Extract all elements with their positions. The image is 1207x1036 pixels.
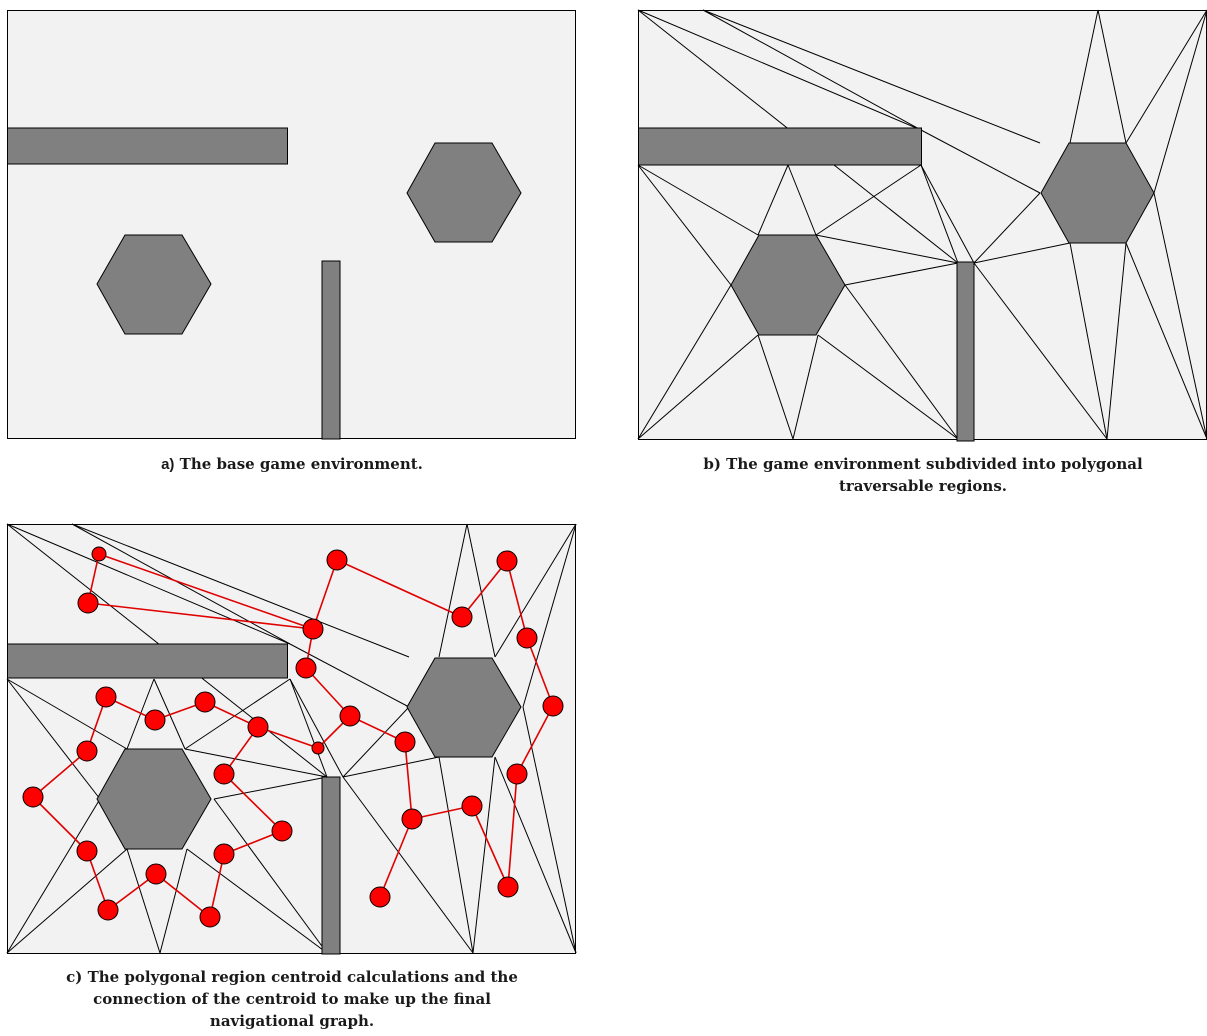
caption-b: b) The game environment subdivided into …	[638, 453, 1207, 497]
graph-edge	[461, 560, 508, 618]
caption-b-line-2: traversable regions.	[838, 477, 1008, 495]
graph-edge	[155, 873, 211, 918]
centroid-node	[497, 876, 519, 898]
triangulated-environment-diagram	[637, 9, 1207, 442]
graph-edge	[526, 637, 554, 707]
caption-b-line-1: b) The game environment subdivided into …	[638, 453, 1207, 475]
graph-edge	[312, 559, 338, 630]
centroid-node	[451, 606, 473, 628]
wall-horizontal	[638, 127, 922, 166]
hexagon-obstacle-right	[1040, 142, 1155, 244]
centroid-node	[369, 886, 391, 908]
caption-c-label: c)	[66, 968, 83, 986]
graph-edge	[516, 705, 554, 775]
centroid-node	[461, 795, 483, 817]
centroid-node	[199, 906, 221, 928]
graph-edge	[404, 741, 413, 820]
centroid-node	[295, 657, 317, 679]
centroid-node	[271, 820, 293, 842]
caption-a: a) The base game environment.	[7, 453, 577, 476]
centroid-node	[76, 840, 98, 862]
caption-c-text-1: The polygonal region centroid calculatio…	[87, 968, 518, 986]
centroid-node	[542, 695, 564, 717]
graph-edge	[507, 773, 518, 888]
base-environment-diagram	[7, 10, 576, 440]
centroid-node	[311, 741, 325, 755]
caption-a-text: The base game environment.	[179, 455, 423, 473]
centroid-node	[326, 549, 348, 571]
hexagon-obstacle-right	[406, 142, 522, 243]
graph-edge	[223, 773, 283, 832]
centroid-node	[496, 550, 518, 572]
centroid-node	[302, 618, 324, 640]
triangulation-lines	[637, 9, 1207, 440]
hexagon-obstacle-left	[96, 234, 212, 335]
wall-horizontal	[7, 643, 288, 679]
graph-edge	[98, 553, 314, 630]
hexagon-obstacle-left	[96, 748, 212, 850]
centroid-node	[145, 863, 167, 885]
graph-nodes	[22, 546, 564, 928]
figure-b	[637, 9, 1207, 442]
centroid-node	[339, 705, 361, 727]
graph-edge	[379, 818, 413, 898]
centroid-node	[247, 716, 269, 738]
centroid-node	[213, 843, 235, 865]
centroid-node	[394, 731, 416, 753]
wall-vertical	[956, 261, 975, 442]
caption-a-label: a)	[161, 456, 175, 473]
hexagon-obstacle-right	[406, 657, 522, 758]
wall-vertical	[321, 776, 341, 955]
graph-edge	[32, 750, 88, 798]
navigation-graph-diagram	[6, 523, 577, 955]
caption-b-text-1: The game environment subdivided into pol…	[726, 455, 1143, 473]
centroid-node	[213, 763, 235, 785]
caption-c: c) The polygonal region centroid calcula…	[7, 966, 577, 1032]
graph-edge	[87, 602, 314, 630]
caption-c-line-2: connection of the centroid to make up th…	[93, 990, 491, 1008]
centroid-node	[506, 763, 528, 785]
graph-edge	[257, 726, 319, 749]
hexagon-obstacle-left	[730, 234, 846, 336]
centroid-node	[95, 686, 117, 708]
centroid-node	[401, 808, 423, 830]
figure-a	[7, 10, 577, 440]
centroid-node	[91, 546, 107, 562]
figure-c	[6, 523, 577, 956]
graph-edge	[506, 560, 528, 639]
graph-edge	[32, 796, 88, 852]
centroid-node	[144, 709, 166, 731]
centroid-node	[97, 899, 119, 921]
graph-edge	[471, 805, 509, 888]
caption-c-line-1: c) The polygonal region centroid calcula…	[7, 966, 577, 988]
graph-edge	[305, 667, 351, 717]
caption-c-line-3: navigational graph.	[209, 1012, 375, 1030]
centroid-node	[76, 740, 98, 762]
graph-edge	[336, 559, 463, 618]
centroid-node	[516, 627, 538, 649]
caption-b-label: b)	[703, 455, 721, 473]
centroid-node	[22, 786, 44, 808]
wall-vertical	[321, 260, 341, 440]
graph-edge	[209, 853, 225, 918]
wall-horizontal	[7, 127, 288, 165]
centroid-node	[77, 592, 99, 614]
centroid-node	[194, 691, 216, 713]
